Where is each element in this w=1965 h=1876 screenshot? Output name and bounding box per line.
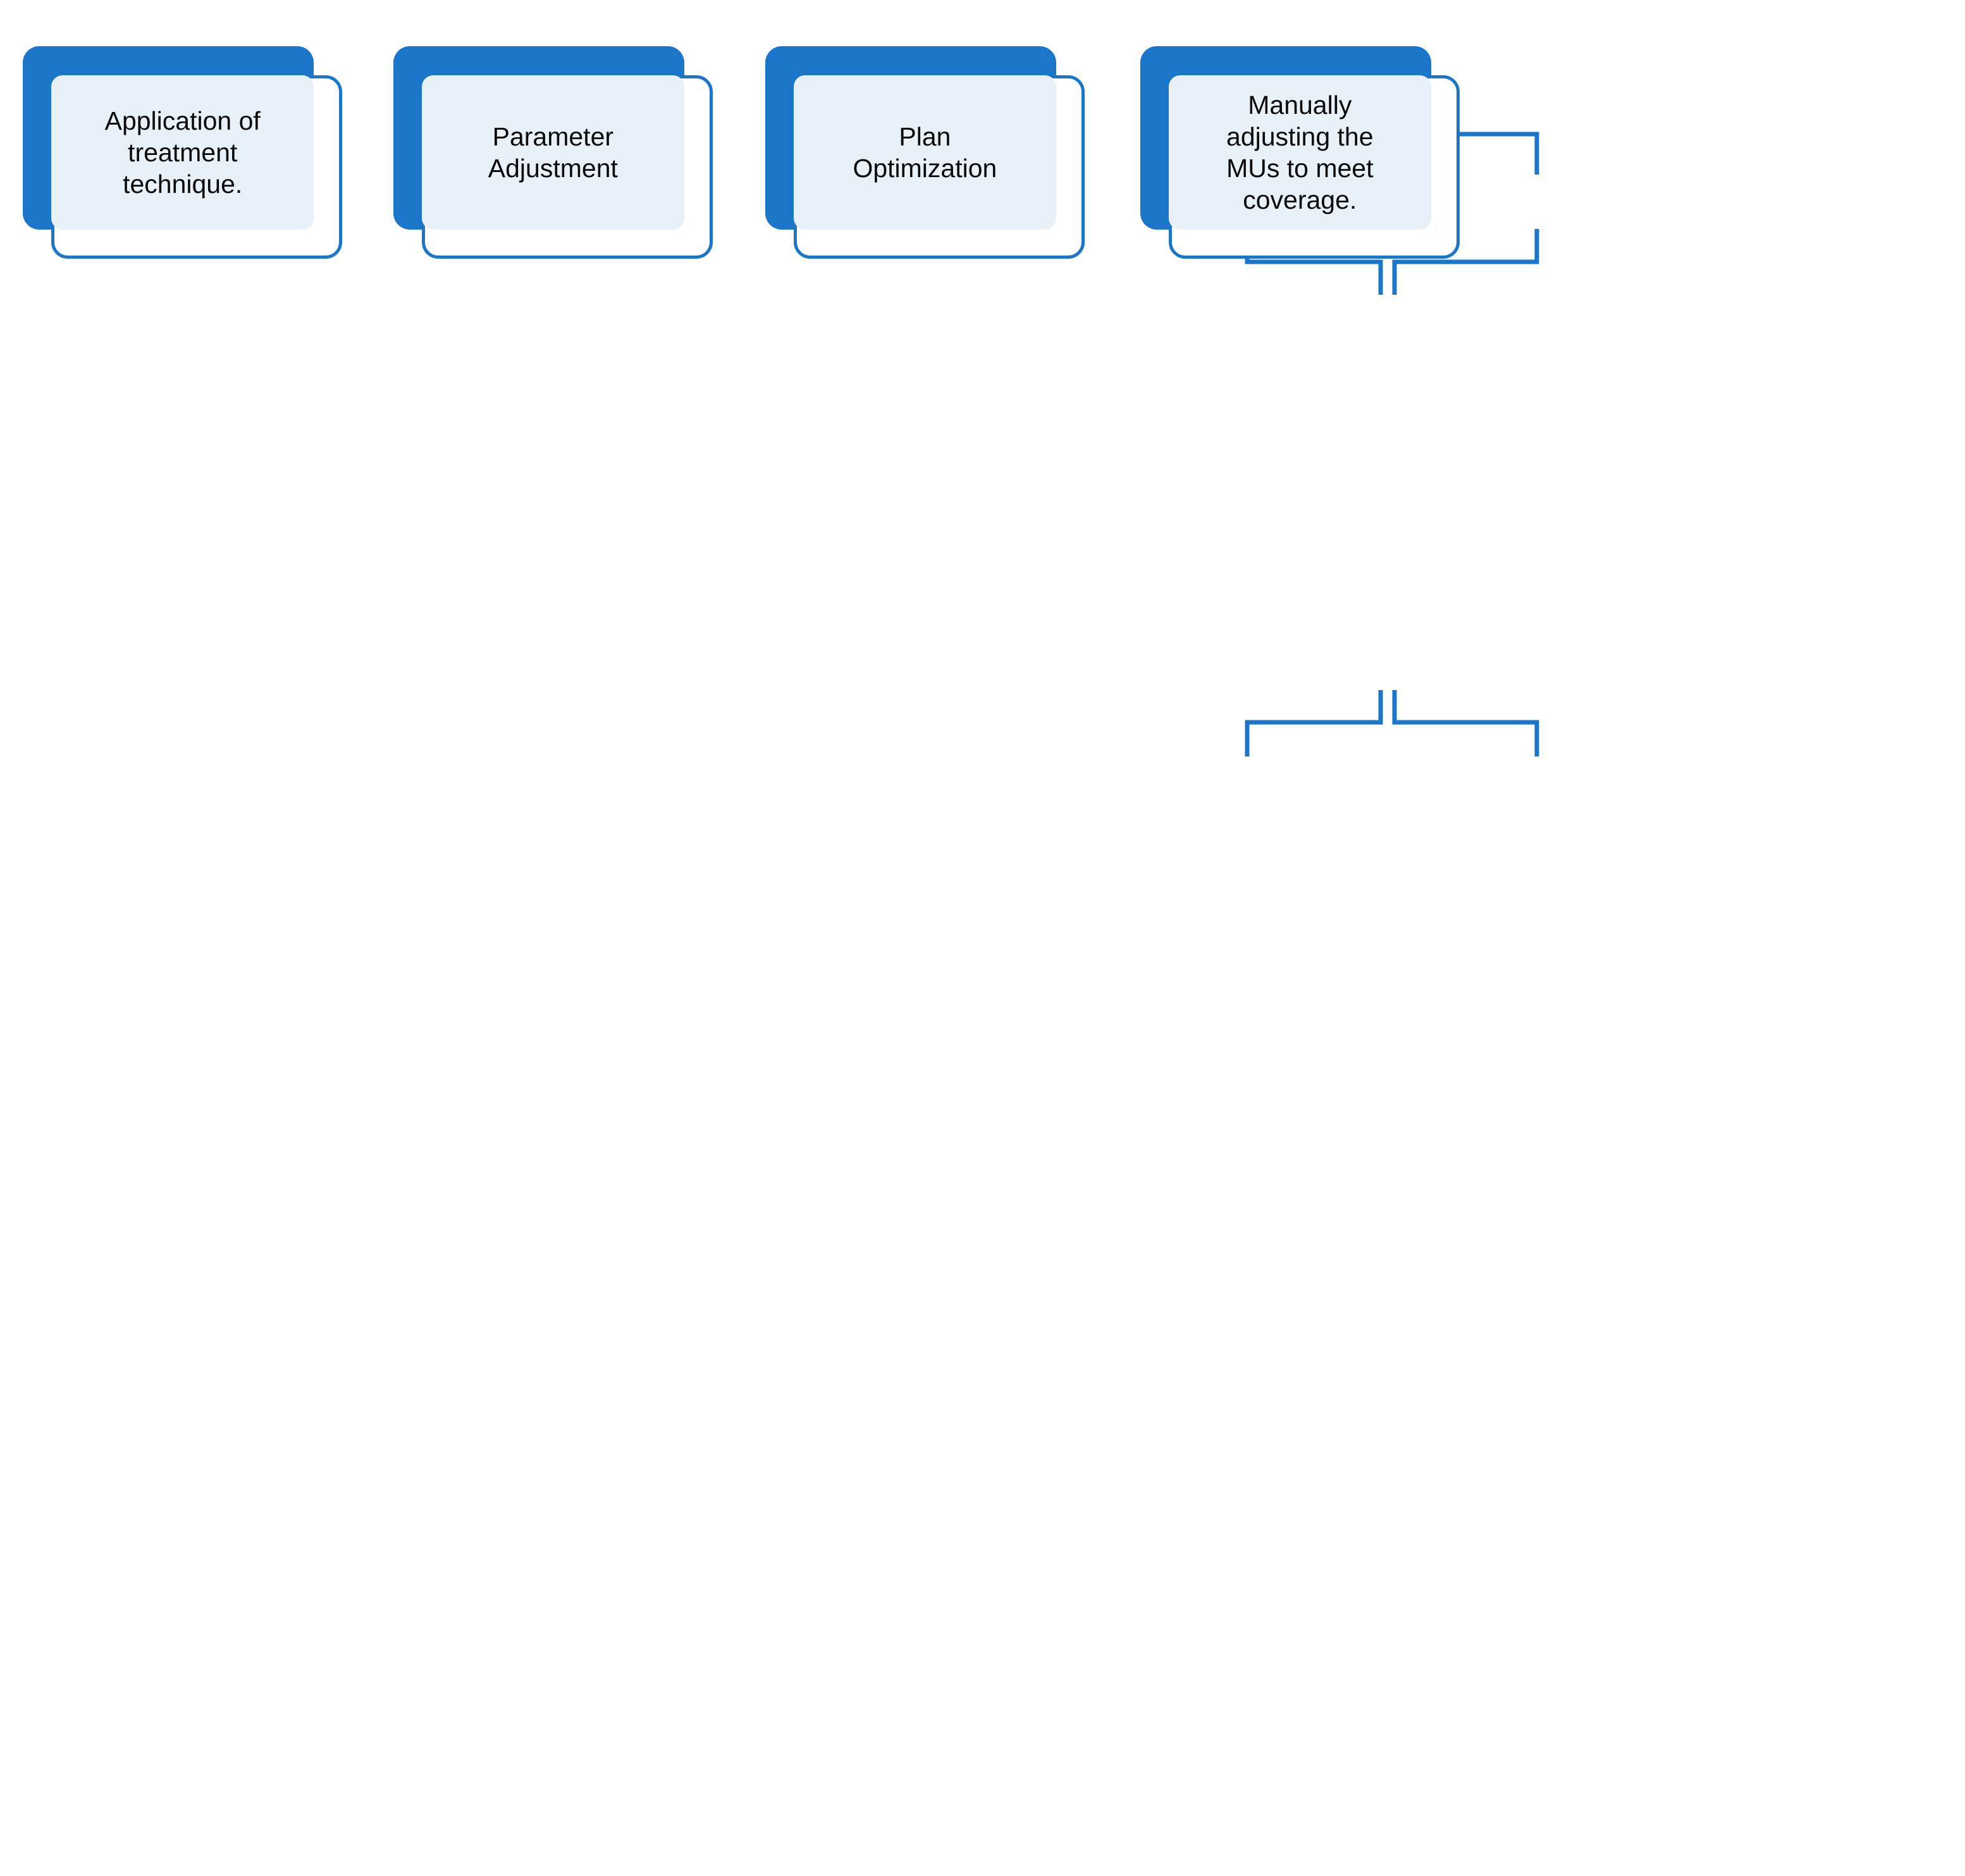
node-plan-optimization[interactable]: Plan Optimization [765,46,1085,259]
flowchart-canvas: Application of treatment technique. Para… [23,46,1539,756]
node-label: Plan Optimization [794,75,1056,230]
node-application-of-treatment-technique[interactable]: Application of treatment technique. [23,46,343,259]
node-label: Manually adjusting the MUs to meet cover… [1168,75,1431,230]
node-parameter-adjustment[interactable]: Parameter Adjustment [393,46,713,259]
wire-delivery-to-gamma-high [1392,690,1539,756]
node-label: Application of treatment technique. [51,75,314,230]
node-label: Parameter Adjustment [421,75,684,230]
wire-acceptable-to-delivery [1392,229,1539,295]
wire-delivery-to-gamma-low [1245,690,1383,756]
node-manual-mu-adjustment[interactable]: Manually adjusting the MUs to meet cover… [1140,46,1460,259]
